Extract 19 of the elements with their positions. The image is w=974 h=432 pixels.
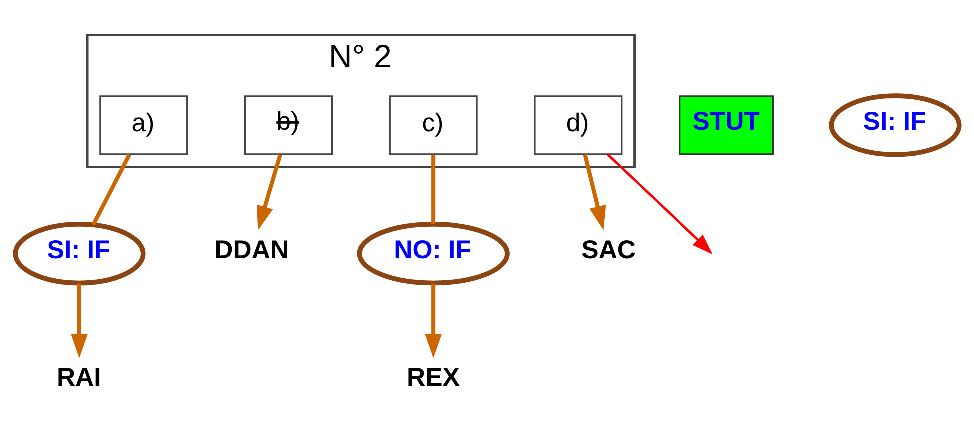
connector [431,154,436,224]
node-text: DDAN [214,236,289,264]
arrow [582,154,606,230]
connector [91,153,131,226]
node-box: d) [534,95,622,155]
arrow [70,283,88,358]
node-box: b) [244,95,332,155]
node-text: REX [406,364,460,392]
arrow [256,154,282,230]
node-box: c) [388,95,478,155]
arrow [424,283,442,358]
node-text: RAI [56,364,101,392]
node-ellipse: NO: IF [356,222,510,286]
node-box: STUT [678,95,774,155]
node-box: a) [99,95,188,155]
arrow [606,153,712,254]
node-ellipse: SI: IF [12,222,146,286]
node-ellipse: SI: IF [828,93,962,157]
node-text: SAC [581,236,636,264]
